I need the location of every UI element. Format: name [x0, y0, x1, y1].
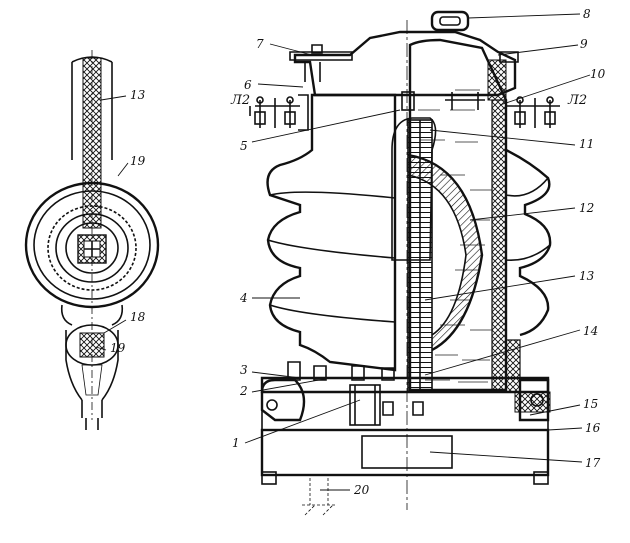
label-19-top: 19 — [130, 154, 146, 168]
label-10: 10 — [590, 67, 606, 81]
label-13-side: 13 — [130, 88, 146, 102]
label-4: 4 — [239, 291, 248, 305]
label-11: 11 — [579, 137, 594, 151]
label-l2-terminal-left: Л2 — [230, 93, 250, 108]
side-view: 13 19 18 19 — [24, 50, 160, 430]
label-6: 6 — [244, 78, 252, 92]
label-16: 16 — [585, 421, 601, 435]
label-20: 20 — [353, 483, 370, 497]
terminal-group-left — [249, 94, 309, 131]
label-2: 2 — [239, 384, 248, 398]
label-18: 18 — [130, 310, 146, 324]
label-15: 15 — [583, 397, 598, 411]
terminal-group-right — [505, 96, 560, 128]
label-l2-terminal-right: Л2 — [567, 93, 587, 108]
label-1: 1 — [232, 436, 240, 450]
base-bolts — [287, 361, 424, 416]
label-19-bottom: 19 — [110, 341, 126, 355]
label-17: 17 — [585, 456, 601, 470]
label-14: 14 — [583, 324, 598, 338]
label-9: 9 — [580, 37, 588, 51]
label-8: 8 — [583, 7, 591, 21]
label-5: 5 — [240, 139, 248, 153]
label-13: 13 — [579, 269, 595, 283]
label-7: 7 — [256, 37, 264, 51]
main-view: 7 6 Л2 5 8 9 10 Л2 11 12 13 4 14 3 2 15 … — [230, 7, 606, 516]
label-12: 12 — [579, 201, 594, 215]
label-3: 3 — [240, 363, 248, 377]
